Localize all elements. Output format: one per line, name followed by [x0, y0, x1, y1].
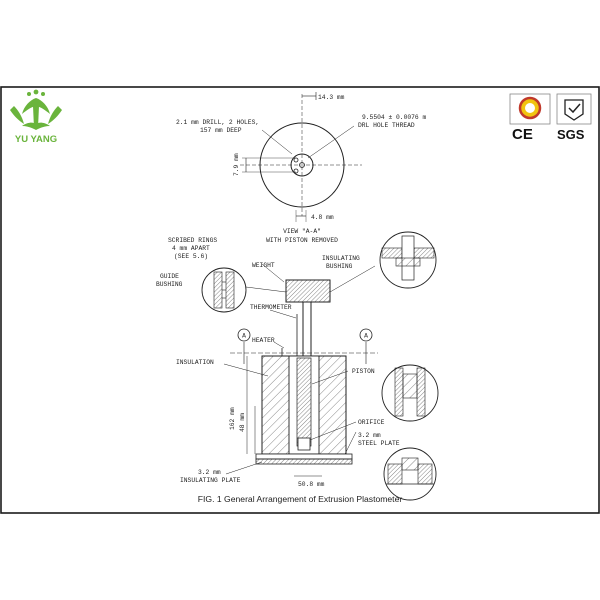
detail-scribed-rings — [201, 267, 247, 313]
ukas-badge-icon — [556, 93, 592, 125]
section-marker-left: A — [237, 328, 251, 342]
view-title-label-2: WITH PISTON REMOVED — [266, 237, 338, 244]
scribed-rings-label-1: SCRIBED RINGS — [168, 237, 217, 244]
heater-label: HEATER — [252, 337, 275, 344]
dim-50-label: 50.8 mm — [298, 481, 325, 488]
figure-caption: FIG. 1 General Arrangement of Extrusion … — [198, 494, 403, 504]
certification-badges: CE SGS — [509, 93, 592, 143]
dim-left-label: 7.9 mm — [233, 153, 240, 176]
section-marker-right: A — [359, 328, 373, 342]
ce-mark: CE — [512, 126, 533, 143]
steel-plate — [255, 453, 353, 460]
top-view — [240, 92, 362, 222]
dim-top-label: 14.3 mm — [318, 94, 345, 101]
leader-lines — [223, 263, 376, 475]
guide-bushing-label-1: GUIDE — [160, 273, 179, 280]
weight-block — [285, 279, 331, 303]
piston-shaft — [296, 357, 312, 447]
extrusion-plastometer-diagram: YU YANG CE SGS 14.3 mm 2.1 mm DRILL, 2 H… — [0, 86, 600, 514]
insulating-plate — [255, 458, 353, 465]
dim-bottom-label: 4.8 mm — [311, 214, 334, 221]
insulation-label: INSULATION — [176, 359, 214, 366]
brand-name: YU YANG — [15, 134, 57, 145]
apparatus-assembly — [230, 279, 378, 477]
view-title-label-1: VIEW "A-A" — [283, 228, 321, 235]
thread-note-label-2: DRL HOLE THREAD — [358, 122, 415, 129]
scribed-rings-label-2: 4 mm APART — [172, 245, 210, 252]
diagram-frame: YU YANG CE SGS 14.3 mm 2.1 mm DRILL, 2 H… — [0, 86, 600, 514]
piston-label: PISTON — [352, 368, 375, 375]
steel-plate-label-2: STEEL PLATE — [358, 440, 400, 447]
thermometer-label: THERMOMETER — [250, 304, 292, 311]
drill-note-label-2: 157 mm DEEP — [200, 127, 242, 134]
yu-yang-logo: YU YANG — [10, 89, 62, 145]
drill-note-label-1: 2.1 mm DRILL, 2 HOLES, — [176, 119, 259, 126]
steel-plate-label-1: 3.2 mm — [358, 432, 381, 439]
insulating-bushing-label-2: BUSHING — [326, 263, 353, 270]
detail-orifice — [383, 447, 437, 501]
svg-text:A: A — [242, 333, 246, 340]
insulating-plate-label-1: 3.2 mm — [198, 469, 221, 476]
orifice-die — [297, 437, 311, 451]
scribed-rings-label-3: (SEE 5.6) — [174, 253, 208, 260]
insulating-bushing-label-1: INSULATING — [322, 255, 360, 262]
detail-piston — [381, 364, 439, 422]
dim-48-label: 48 mm — [239, 413, 246, 432]
orifice-label: ORIFICE — [358, 419, 385, 426]
thread-note-label-1: 9.5504 ± 0.0076 m — [362, 114, 426, 121]
guide-bushing-label-2: BUSHING — [156, 281, 183, 288]
dim-162-label: 162 mm — [229, 407, 236, 430]
weight-label: WEIGHT — [252, 262, 275, 269]
detail-insulating-bushing — [379, 231, 437, 289]
sgs-mark: SGS — [557, 127, 585, 142]
svg-text:A: A — [364, 333, 368, 340]
insulating-plate-label-2: INSULATING PLATE — [180, 477, 241, 484]
